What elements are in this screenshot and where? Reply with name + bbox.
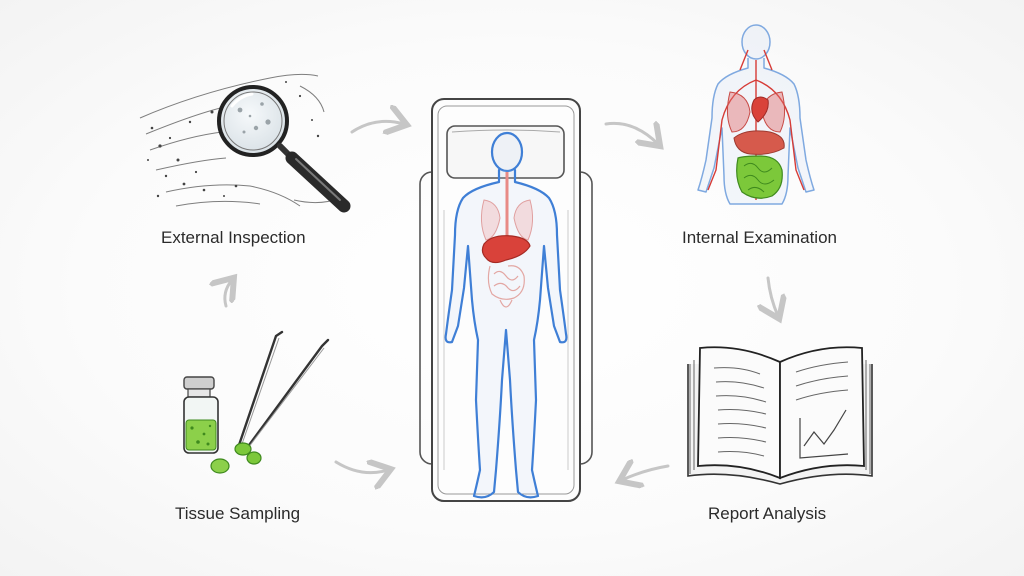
open-report-book-icon — [687, 346, 873, 485]
arrow-center-to-internal — [604, 123, 658, 144]
magnifying-glass-icon — [139, 73, 351, 213]
arrow-report-to-center — [622, 466, 670, 480]
intestines-faint-icon — [487, 265, 525, 308]
step-label-internal-examination: Internal Examination — [682, 228, 837, 247]
step-label-report-analysis: Report Analysis — [708, 504, 826, 523]
arrow-tissue-to-center — [334, 462, 388, 473]
liver-organ-icon — [481, 235, 531, 264]
anatomy-organs-icon — [697, 24, 815, 205]
step-label-tissue-sampling: Tissue Sampling — [175, 504, 300, 523]
step-label-external-inspection: External Inspection — [161, 228, 306, 247]
vial-and-forceps-icon — [183, 330, 330, 474]
arrow-external-to-center — [350, 121, 404, 132]
arrow-tissue-to-external — [225, 280, 232, 308]
arrow-internal-to-report — [768, 276, 778, 316]
body-on-table-icon — [444, 131, 568, 499]
examination-table-icon — [419, 98, 593, 502]
